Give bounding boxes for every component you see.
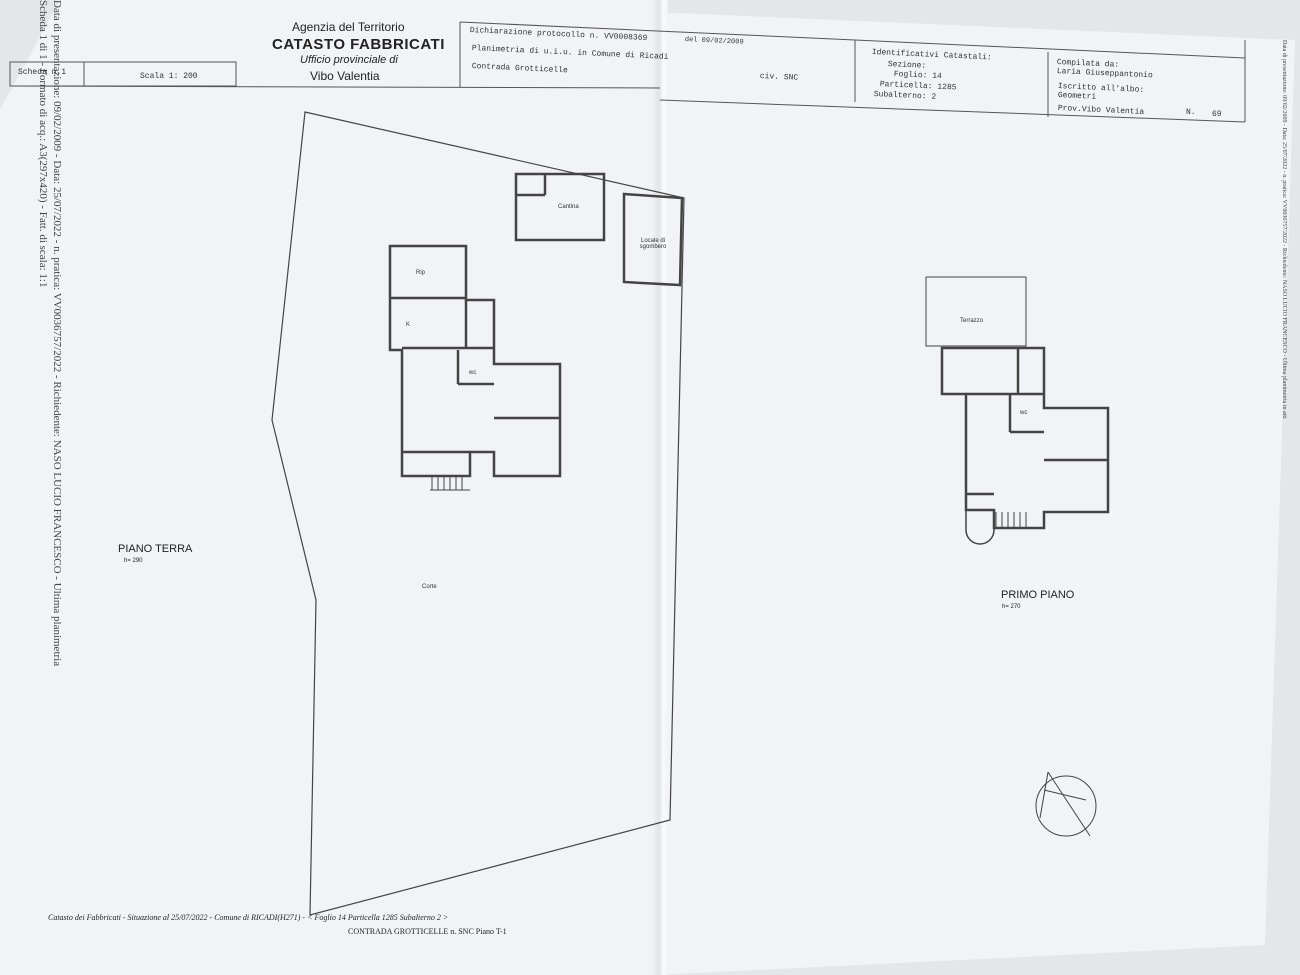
- footer-contrada: CONTRADA GROTTICELLE n. SNC Piano T-1: [348, 927, 507, 936]
- n-value: 69: [1212, 110, 1222, 119]
- left-margin-line2: Scheda 1 di 1 - Formato di acq.: A3(297x…: [37, 0, 49, 288]
- room-wc-primo: wc: [1020, 410, 1028, 416]
- room-locale: Locale di sgombero: [639, 238, 667, 250]
- primo-piano-label: PRIMO PIANO: [1001, 589, 1075, 601]
- primo-piano-height: h= 270: [1002, 604, 1021, 610]
- piano-terra-height: h= 290: [124, 558, 143, 564]
- room-corte: Corte: [422, 584, 437, 590]
- piano-terra-label: PIANO TERRA: [118, 543, 193, 555]
- left-margin-line1: Data di presentazione: 09/02/2009 - Data…: [51, 0, 63, 667]
- footer-situazione: Catasto dei Fabbricati - Situazione al 2…: [48, 913, 449, 922]
- right-margin-text: Data di presentazione: 09/02/2009 - Data…: [1280, 40, 1288, 419]
- scheda-label: Scheda n.1: [18, 68, 67, 77]
- scala-label: Scala 1: 200: [140, 72, 198, 81]
- agency-name: Agenzia del Territorio: [292, 20, 405, 34]
- left-margin-text: Data di presentazione: 09/02/2009 - Data…: [36, 0, 64, 666]
- north-arrow-icon: [1035, 771, 1097, 837]
- room-rip: Rip: [416, 270, 426, 276]
- stairs-terra: [430, 476, 470, 491]
- stairs-primo: [995, 512, 1027, 528]
- ufficio-label: Ufficio provinciale di: [300, 54, 398, 66]
- piano-terra-plan: [388, 172, 684, 478]
- left-page: [0, 0, 668, 975]
- room-wc: wc: [469, 370, 477, 376]
- primo-piano-plan: [925, 276, 1110, 545]
- lot-outline: [271, 111, 685, 916]
- page-fold: [652, 0, 668, 975]
- room-cantina: Cantina: [558, 204, 579, 210]
- provincia-label: Vibo Valentia: [310, 69, 380, 83]
- catasto-title: CATASTO FABBRICATI: [272, 36, 445, 53]
- n-label: N.: [1186, 108, 1196, 117]
- room-k: K: [406, 322, 411, 328]
- room-terrazzo: Terrazzo: [960, 318, 984, 324]
- right-margin-line1: Data di presentazione: 09/02/2009 - Data…: [1281, 40, 1287, 419]
